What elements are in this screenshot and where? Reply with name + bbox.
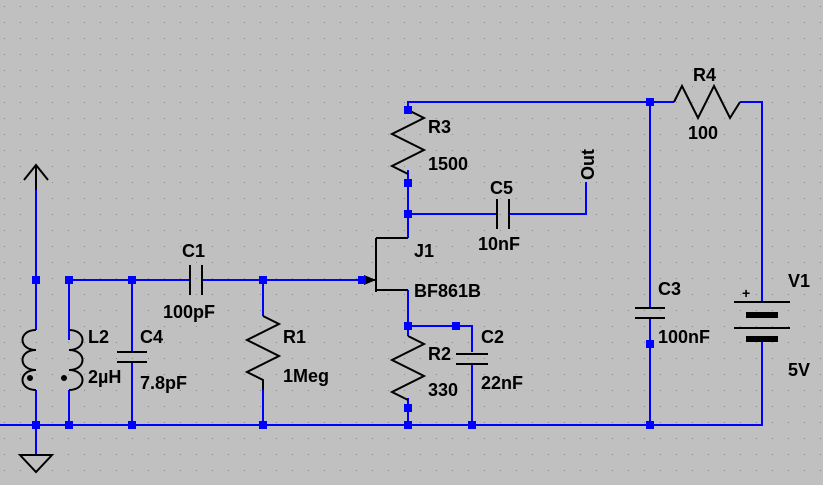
wire-c2-top[interactable]: [408, 325, 473, 352]
junction-dot: [65, 276, 73, 284]
junction-dot: [259, 421, 267, 429]
c4-name: C4: [140, 327, 163, 347]
c1-name: C1: [182, 241, 205, 261]
junction-dot: [128, 421, 136, 429]
v1-plus-marker: +: [742, 285, 750, 301]
j1-value: BF861B: [414, 281, 481, 301]
c5-name: C5: [490, 178, 513, 198]
resistor-r4[interactable]: [673, 83, 741, 121]
c4-value: 7.8pF: [140, 373, 187, 393]
capacitor-c5[interactable]: [496, 199, 510, 229]
v1-name: V1: [788, 271, 810, 291]
junction-dot: [404, 404, 412, 412]
capacitor-c2[interactable]: [456, 353, 488, 365]
junction-dot: [646, 421, 654, 429]
r2-value: 330: [428, 380, 458, 400]
r1-name: R1: [283, 327, 306, 347]
out-label[interactable]: Out: [578, 149, 598, 180]
wire-r4-right[interactable]: [740, 101, 763, 302]
ground-icon: [17, 454, 55, 474]
junction-dot: [32, 276, 40, 284]
r4-value: 100: [688, 123, 718, 143]
wire-ground-bus[interactable]: [0, 340, 763, 426]
junction-dot: [128, 276, 136, 284]
labels: R4 100 R3 1500 C5 10nF Out J1 BF861B C1 …: [88, 65, 810, 400]
c1-value: 100pF: [163, 302, 215, 322]
junction-dot: [65, 421, 73, 429]
wire-supply-top[interactable]: [407, 101, 674, 110]
resistor-r3[interactable]: [389, 109, 427, 175]
c2-name: C2: [481, 327, 504, 347]
capacitor-c3[interactable]: [635, 307, 665, 319]
r2-name: R2: [428, 344, 451, 364]
r3-value: 1500: [428, 154, 468, 174]
junction-dot: [404, 322, 412, 330]
junctions: [32, 98, 654, 429]
junction-dot: [468, 421, 476, 429]
junction-dot: [358, 276, 366, 284]
r3-name: R3: [428, 117, 451, 137]
junction-dot: [404, 179, 412, 187]
junction-dot: [404, 106, 412, 114]
r4-name: R4: [693, 65, 716, 85]
junction-dot: [404, 421, 412, 429]
antenna-coil[interactable]: [21, 329, 37, 391]
l2-value: 2µH: [88, 367, 121, 387]
c3-name: C3: [658, 279, 681, 299]
junction-dot: [452, 322, 460, 330]
junction-dot: [259, 276, 267, 284]
c2-value: 22nF: [481, 373, 523, 393]
c5-value: 10nF: [478, 234, 520, 254]
v1-value: 5V: [788, 360, 810, 380]
capacitor-c1[interactable]: [189, 265, 203, 295]
antenna-icon: [23, 163, 49, 190]
inductor-l2[interactable]: [61, 329, 84, 391]
l2-name: L2: [88, 327, 109, 347]
wires: [0, 101, 763, 455]
jfet-j1[interactable]: [364, 237, 408, 292]
components: [17, 83, 790, 474]
r1-value: 1Meg: [283, 366, 329, 386]
voltage-source-v1[interactable]: [734, 301, 790, 342]
resistor-r1[interactable]: [244, 315, 282, 390]
resistor-r2[interactable]: [389, 335, 427, 401]
junction-dot: [646, 340, 654, 348]
junction-dot: [646, 98, 654, 106]
j1-name: J1: [414, 241, 434, 261]
grid-dots: [4, 6, 821, 471]
capacitor-c4[interactable]: [117, 351, 147, 363]
junction-dot: [32, 421, 40, 429]
junction-dot: [404, 210, 412, 218]
c3-value: 100nF: [658, 327, 710, 347]
wire-c5-right[interactable]: [509, 182, 587, 215]
